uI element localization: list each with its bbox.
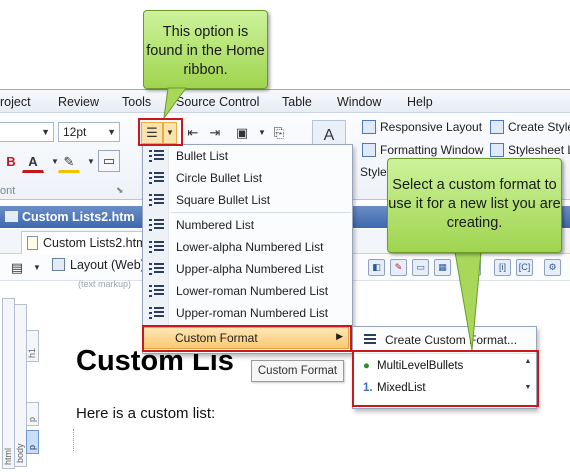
menu-review[interactable]: Review	[58, 95, 99, 109]
style-dropdown-label[interactable]: Style	[360, 165, 387, 179]
paragraph[interactable]: Here is a custom list:	[76, 405, 216, 422]
menu-bar: roject Review Tools Source Control Table…	[0, 90, 570, 113]
font-color-icon[interactable]: A	[22, 151, 44, 173]
tooltip: Custom Format	[251, 360, 344, 382]
font-group-label: ont	[0, 185, 16, 197]
chevron-down-icon[interactable]: ▼	[51, 157, 59, 166]
formatting-window-icon	[362, 143, 376, 157]
dialog-launcher-icon[interactable]: ⬊	[116, 185, 124, 195]
responsive-layout-icon	[362, 120, 376, 134]
page-break-icon[interactable]: ⎘	[273, 125, 285, 140]
stylesheet-button[interactable]: Stylesheet L	[490, 143, 570, 157]
text-markup-label: (text markup)	[78, 279, 132, 289]
numbered-list-icon	[149, 218, 164, 232]
stylesheet-icon	[490, 143, 504, 157]
empty-list-paragraph[interactable]	[73, 429, 75, 451]
menu-item-lower-alpha-list[interactable]: Lower-alpha Numbered List	[143, 236, 352, 258]
chevron-down-icon: ▼	[41, 127, 50, 137]
chevron-down-icon[interactable]: ▼	[258, 128, 266, 137]
responsive-layout-button[interactable]: Responsive Layout	[362, 120, 482, 134]
table-icon[interactable]: ▦	[434, 259, 451, 276]
font-name-dropdown[interactable]: ▼	[0, 122, 54, 142]
scroll-down-icon[interactable]: ▼	[524, 384, 532, 391]
menu-item-bullet-list[interactable]: Bullet List	[143, 145, 352, 167]
style-picker-icon[interactable]: ▭	[98, 150, 120, 172]
menu-tools[interactable]: Tools	[122, 95, 152, 109]
lower-alpha-list-icon	[149, 240, 164, 254]
gallery-item-multilevel-bullets[interactable]: ●MultiLevelBullets	[363, 360, 464, 372]
list-dropdown-menu: Bullet List Circle Bullet List Square Bu…	[142, 144, 353, 354]
chevron-down-icon[interactable]: ▼	[87, 157, 95, 166]
menu-separator	[171, 212, 351, 213]
track-changes-icon[interactable]: ✎	[390, 259, 407, 276]
menu-item-upper-alpha-list[interactable]: Upper-alpha Numbered List	[143, 258, 352, 280]
menu-item-custom-format[interactable]: Custom Format ▶	[143, 327, 349, 349]
font-size-value: 12pt	[63, 125, 87, 139]
menu-help[interactable]: Help	[407, 95, 433, 109]
file-tab-label: Custom Lists2.htm	[43, 236, 147, 250]
menu-window[interactable]: Window	[337, 95, 382, 109]
menu-table[interactable]: Table	[282, 95, 312, 109]
upper-alpha-list-icon	[149, 262, 164, 276]
custom-format-submenu: Create Custom Format... ●MultiLevelBulle…	[352, 326, 537, 409]
create-custom-format-item[interactable]: Create Custom Format...	[353, 329, 536, 351]
image-icon[interactable]: ▭	[412, 259, 429, 276]
callout-top: This option is found in the Home ribbon.	[143, 10, 268, 89]
outdent-icon[interactable]: ⇤	[187, 125, 199, 140]
gallery-scrollbar[interactable]: ▲ ▼	[522, 356, 534, 406]
settings-icon[interactable]: ⚙	[544, 259, 561, 276]
gallery-item-mixed-list[interactable]: 1.MixedList	[363, 382, 426, 394]
insert-condition-icon[interactable]: [C]	[516, 259, 533, 276]
lower-roman-list-icon	[149, 284, 164, 298]
circle-bullet-list-icon	[149, 171, 164, 185]
document-icon	[5, 211, 18, 222]
menu-item-circle-bullet-list[interactable]: Circle Bullet List	[143, 167, 352, 189]
square-bullet-list-icon	[149, 193, 164, 207]
upper-roman-list-icon	[149, 306, 164, 320]
menu-item-numbered-list[interactable]: Numbered List	[143, 214, 352, 236]
custom-format-gallery: ●MultiLevelBullets 1.MixedList ▲ ▼	[355, 353, 536, 407]
menu-source-control[interactable]: Source Control	[176, 95, 260, 109]
menu-item-upper-roman-list[interactable]: Upper-roman Numbered List	[143, 302, 352, 324]
layout-dropdown[interactable]: Layout (Web)	[52, 258, 145, 272]
formatting-window-button[interactable]: Formatting Window	[362, 143, 483, 157]
highlight-color-icon[interactable]: ✎	[58, 151, 80, 173]
chevron-down-icon[interactable]: ▼	[163, 122, 177, 144]
file-tab[interactable]: Custom Lists2.htm	[21, 231, 161, 254]
insert-object-icon[interactable]: ▣	[235, 125, 249, 140]
create-style-button[interactable]: Create Style	[490, 120, 570, 134]
chevron-down-icon: ▼	[107, 127, 116, 137]
layout-icon	[52, 258, 65, 271]
menu-item-lower-roman-list[interactable]: Lower-roman Numbered List	[143, 280, 352, 302]
structure-bars: html body h1 p p	[0, 296, 60, 472]
document-title: Custom Lists2.htm	[22, 210, 135, 224]
list-format-icon	[360, 333, 376, 347]
chevron-down-icon[interactable]: ▼	[33, 263, 41, 272]
structure-bar-p[interactable]: p	[26, 402, 39, 426]
view-icon[interactable]: ▤	[10, 260, 24, 275]
bullet-list-icon	[149, 149, 164, 163]
chevron-right-icon: ▶	[336, 331, 343, 341]
menu-project[interactable]: roject	[0, 95, 31, 109]
callout-right: Select a custom format to use it for a n…	[387, 158, 562, 253]
scroll-up-icon[interactable]: ▲	[524, 358, 532, 365]
create-style-icon	[490, 120, 504, 134]
font-size-dropdown[interactable]: 12pt ▼	[58, 122, 120, 142]
indent-icon[interactable]: ⇥	[209, 125, 221, 140]
html-file-icon	[27, 236, 38, 250]
number-icon: 1.	[363, 382, 373, 394]
menu-item-square-bullet-list[interactable]: Square Bullet List	[143, 189, 352, 211]
structure-bar-p-selected[interactable]: p	[26, 430, 39, 454]
preview-icon[interactable]: ◧	[368, 259, 385, 276]
variable-icon[interactable]: {}	[464, 259, 481, 276]
strikethrough-icon[interactable]: B	[6, 154, 16, 169]
insert-snippet-icon[interactable]: [i]	[494, 259, 511, 276]
bullet-icon: ●	[363, 360, 370, 372]
bullet-list-icon[interactable]: ☰	[141, 122, 163, 144]
structure-bar-h1[interactable]: h1	[26, 330, 39, 362]
